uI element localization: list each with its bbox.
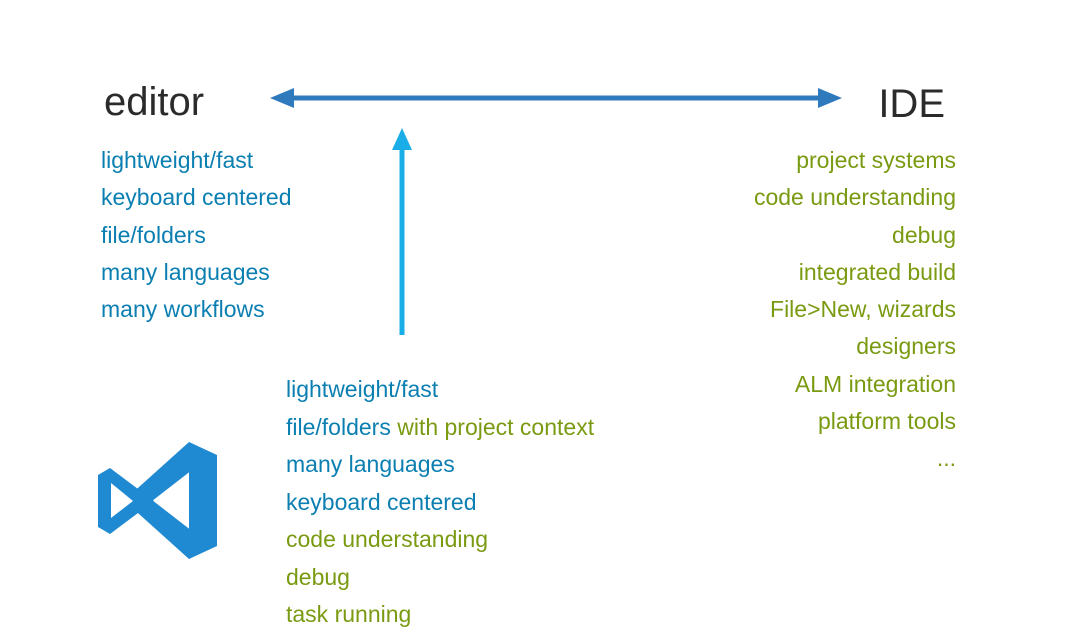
ide-feature: ...: [936, 445, 956, 472]
ide-feature: integrated build: [798, 258, 956, 285]
editor-feature: file/folders: [101, 221, 206, 248]
ide-feature: ALM integration: [794, 370, 956, 397]
vertical-arrow: [392, 128, 412, 335]
vscode-feature-part: file/folders: [286, 413, 391, 440]
ide-feature: code understanding: [753, 184, 956, 211]
ide-feature-list: project systems code understanding debug…: [754, 142, 956, 478]
vscode-feature-list: lightweight/fast file/folders with proje…: [286, 371, 594, 634]
vscode-feature: task running: [286, 596, 594, 634]
spectrum-arrowhead-right: [818, 88, 842, 108]
ide-feature: File>New, wizards: [770, 296, 956, 323]
vertical-arrowhead: [392, 128, 412, 150]
spectrum-arrowhead-left: [270, 88, 294, 108]
spectrum-arrow: [270, 88, 842, 108]
vscode-feature: many languages: [286, 446, 594, 484]
vscode-feature-part: many languages: [286, 451, 455, 477]
ide-title: IDE: [878, 82, 945, 126]
vscode-feature-part: code understanding: [286, 526, 489, 552]
vscode-feature: debug: [286, 559, 594, 597]
editor-feature-list: lightweight/fast keyboard centered file/…: [101, 142, 292, 328]
vscode-feature-part: debug: [286, 563, 350, 590]
vscode-feature-part: keyboard centered: [286, 488, 477, 515]
editor-feature: many languages: [101, 258, 270, 285]
vscode-feature: lightweight/fast: [286, 371, 594, 409]
ide-feature: debug: [892, 221, 956, 248]
vscode-feature: code understanding: [286, 521, 594, 559]
vscode-feature-part: task running: [286, 601, 412, 627]
visual-studio-code-logo-icon: [96, 438, 220, 562]
ide-feature: platform tools: [817, 408, 956, 435]
vscode-feature-part: lightweight/fast: [286, 376, 439, 402]
ide-feature: designers: [856, 333, 956, 360]
editor-feature: keyboard centered: [101, 184, 292, 211]
editor-feature: many workflows: [101, 296, 265, 323]
vscode-feature-part: with project context: [390, 413, 595, 440]
vscode-feature: keyboard centered: [286, 484, 594, 522]
ide-feature: project systems: [796, 147, 956, 173]
editor-title: editor: [104, 80, 205, 124]
vscode-feature: file/folders with project context: [286, 409, 594, 447]
editor-feature: lightweight/fast: [101, 147, 254, 173]
